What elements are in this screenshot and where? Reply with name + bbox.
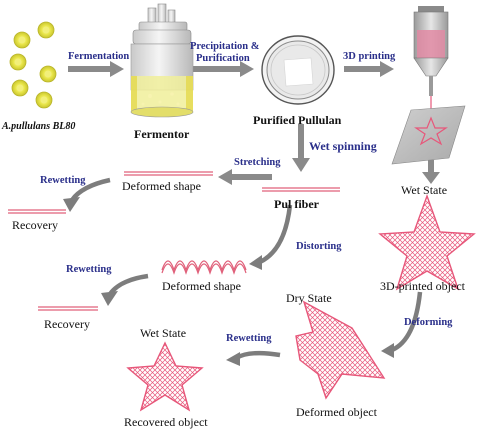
star-deformed	[295, 300, 386, 400]
arrowhead-icon	[249, 255, 262, 270]
fiber-stretched	[124, 171, 213, 176]
arrowhead-icon	[381, 343, 394, 358]
dry-state-label: Dry State	[286, 291, 332, 305]
cell-icon	[13, 31, 31, 49]
star-printed	[378, 193, 476, 291]
step-wet-spinning: Wet spinning	[309, 139, 377, 153]
step-precipitation: Precipitation &	[190, 41, 260, 52]
pul-fiber-label: Pul fiber	[274, 197, 319, 211]
step-distorting: Distorting	[296, 241, 342, 252]
step-rewetting-2: Rewetting	[66, 264, 112, 275]
step-rewetting-3: Rewetting	[226, 333, 272, 344]
fiber-recovery-1	[8, 209, 66, 214]
arrow-rewetting-3	[234, 350, 281, 361]
star-recovered	[126, 341, 204, 412]
fermentor-icon	[130, 3, 194, 118]
arrowhead-icon	[226, 352, 240, 366]
printer-icon	[391, 6, 466, 165]
arrowhead-icon	[63, 197, 80, 212]
deformed-object-label: Deformed object	[296, 405, 377, 419]
step-rewetting-1: Rewetting	[40, 175, 86, 186]
wet-state-label-2: Wet State	[140, 326, 187, 340]
petri-dish-icon	[261, 35, 335, 105]
arrow-purification	[190, 61, 254, 77]
organism-label: A.pullulans BL80	[2, 121, 76, 132]
arrow-deforming	[390, 291, 423, 353]
arrows	[68, 61, 440, 185]
wet-state-label-1: Wet State	[401, 183, 448, 197]
arrow-down-printed	[422, 160, 440, 184]
cell-icon	[35, 91, 53, 109]
cell-icon	[39, 65, 57, 83]
deformed-shape-label-2: Deformed shape	[162, 279, 241, 293]
printed-object-label: 3D-printed object	[380, 279, 465, 293]
arrow-fermentation	[68, 61, 124, 77]
step-fermentation: Fermentation	[68, 51, 130, 62]
cell-icon	[9, 53, 27, 71]
curved-arrow-heads	[63, 197, 394, 366]
arrow-down-spinning	[292, 124, 310, 172]
step-stretching: Stretching	[234, 157, 281, 168]
fiber-distorted	[161, 260, 247, 275]
recovery-label-1: Recovery	[12, 218, 58, 232]
step-purification: Purification	[196, 53, 250, 64]
step-deforming: Deforming	[404, 317, 453, 328]
fiber-recovery-2	[38, 306, 98, 311]
step-printing: 3D printing	[343, 51, 396, 62]
fiber-pul	[262, 187, 340, 192]
purified-label: Purified Pullulan	[253, 113, 342, 127]
fermentor-label: Fermentor	[134, 127, 190, 141]
deformed-shape-label-1: Deformed shape	[122, 179, 201, 193]
arrow-distorting	[258, 204, 293, 265]
recovery-label-2: Recovery	[44, 317, 90, 331]
cell-icon	[11, 79, 29, 97]
cell-icon	[37, 21, 55, 39]
arrow-stretching	[218, 169, 272, 185]
arrowhead-icon	[101, 291, 118, 306]
recovered-object-label: Recovered object	[124, 415, 208, 429]
cell-cluster	[9, 21, 57, 109]
arrow-printing	[344, 61, 394, 77]
